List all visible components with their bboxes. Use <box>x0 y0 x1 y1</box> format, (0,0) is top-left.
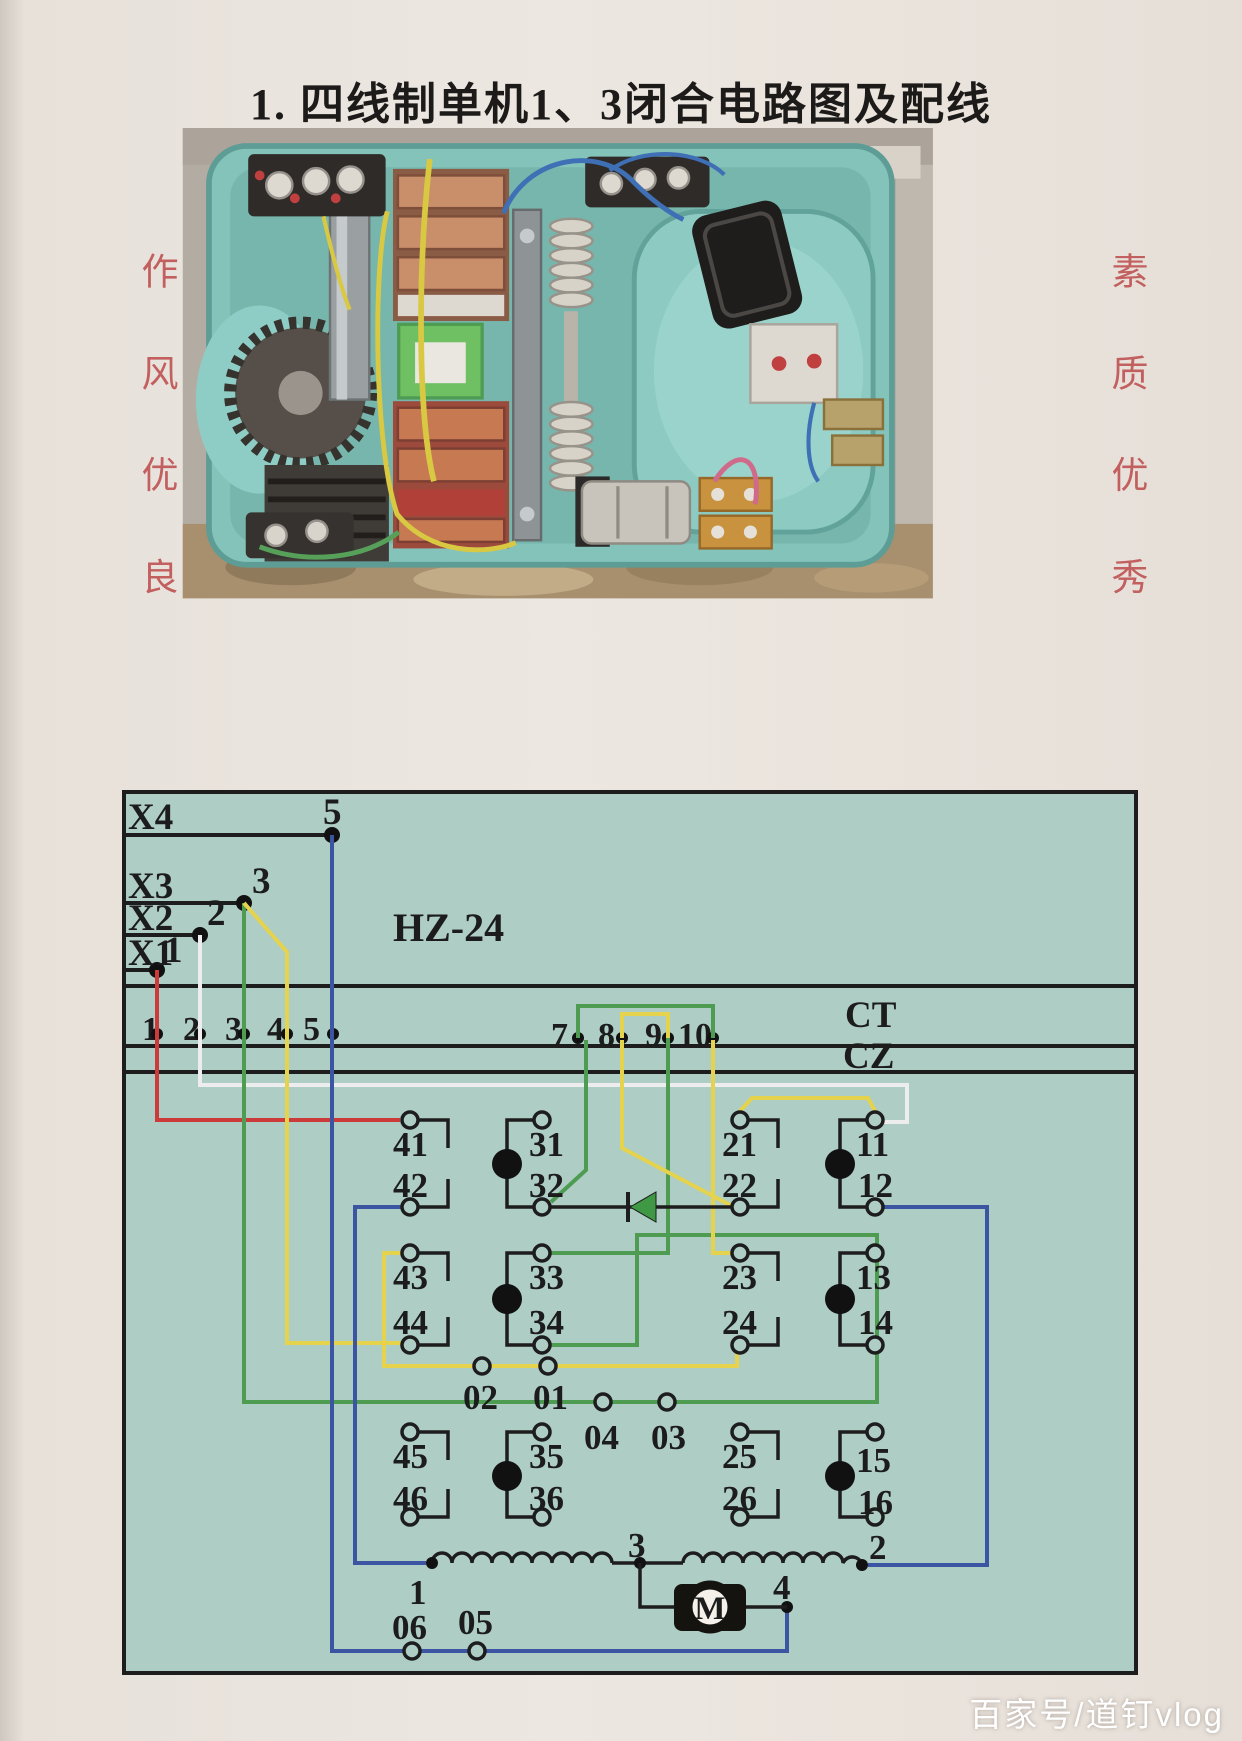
contact-21-22 <box>730 1110 780 1217</box>
term-9: 9 <box>645 1017 662 1054</box>
machine-photo <box>182 128 933 599</box>
contact-31-32 <box>492 1110 552 1217</box>
svg-text:01: 01 <box>533 1378 568 1417</box>
contact-33-34 <box>492 1243 552 1355</box>
bus-lines <box>124 984 1136 1074</box>
link-terminals: 02 01 04 03 <box>463 1356 686 1457</box>
diode-icon <box>628 1191 657 1223</box>
ct-label: CT <box>845 995 897 1036</box>
contact-41-42 <box>400 1110 450 1217</box>
x4-num: 5 <box>323 792 342 833</box>
svg-text:12: 12 <box>858 1166 893 1205</box>
watermark: 百家号/道钉vlog <box>969 1696 1224 1733</box>
wire-blue-net <box>330 835 989 1653</box>
svg-text:16: 16 <box>858 1483 893 1522</box>
x2-label: X2 <box>128 898 173 939</box>
svg-text:24: 24 <box>722 1303 757 1342</box>
cz-label: CZ <box>843 1036 894 1077</box>
svg-text:03: 03 <box>651 1418 686 1457</box>
x3-num: 3 <box>252 861 271 902</box>
x3-label: X3 <box>128 866 173 907</box>
svg-text:1: 1 <box>409 1573 427 1612</box>
svg-text:05: 05 <box>458 1603 493 1642</box>
contact-43-44 <box>400 1243 450 1355</box>
x4-label: X4 <box>128 797 173 838</box>
svg-text:14: 14 <box>858 1303 893 1342</box>
diode-branch <box>551 1191 731 1223</box>
svg-text:44: 44 <box>393 1303 428 1342</box>
motor-icon <box>683 1580 737 1634</box>
contact-11-12 <box>825 1110 885 1217</box>
svg-text:41: 41 <box>393 1125 428 1164</box>
svg-text:22: 22 <box>722 1166 757 1205</box>
wire-yellow-net <box>242 901 739 1368</box>
wire-red-x1-41 <box>155 970 400 1122</box>
svg-text:32: 32 <box>529 1166 564 1205</box>
svg-text:31: 31 <box>529 1125 564 1164</box>
svg-text:04: 04 <box>584 1418 619 1457</box>
motor-label: M <box>694 1591 725 1627</box>
contact-banks <box>392 168 510 549</box>
svg-text:26: 26 <box>722 1479 757 1518</box>
term-10: 10 <box>678 1017 712 1054</box>
svg-text:45: 45 <box>393 1437 428 1476</box>
slogan-left: 作风优良 <box>135 252 176 659</box>
slogan-right: 素质优秀 <box>1105 252 1146 659</box>
motor-dome <box>575 200 885 550</box>
contact-15-16 <box>825 1422 885 1527</box>
svg-text:02: 02 <box>463 1378 498 1417</box>
x2-num: 2 <box>207 893 226 934</box>
svg-text:15: 15 <box>856 1441 891 1480</box>
svg-text:23: 23 <box>722 1258 757 1297</box>
contact-45-46 <box>400 1422 450 1527</box>
x1-label: X1 <box>128 933 173 974</box>
term-5: 5 <box>303 1011 320 1048</box>
wire-yellow-21-11 <box>738 1096 877 1113</box>
svg-text:4: 4 <box>773 1568 791 1607</box>
x1-num: 1 <box>164 930 183 971</box>
term-7: 7 <box>551 1017 568 1054</box>
svg-text:36: 36 <box>529 1479 564 1518</box>
page-title: 1. 四线制单机1、3闭合电路图及配线 <box>250 80 992 129</box>
svg-text:11: 11 <box>856 1125 889 1164</box>
svg-text:06: 06 <box>392 1608 427 1647</box>
photo-wires <box>258 152 821 560</box>
svg-text:21: 21 <box>722 1125 757 1164</box>
term-8: 8 <box>598 1017 615 1054</box>
contact-25-26 <box>730 1422 780 1527</box>
svg-text:34: 34 <box>529 1303 564 1342</box>
contact-23-24 <box>730 1243 780 1355</box>
svg-text:43: 43 <box>393 1258 428 1297</box>
svg-text:3: 3 <box>628 1526 646 1565</box>
x-feed-lines <box>124 833 332 972</box>
svg-text:35: 35 <box>529 1437 564 1476</box>
coil-3-2 <box>681 1551 864 1566</box>
svg-text:33: 33 <box>529 1258 564 1297</box>
motor-circuit: M 1 3 2 4 06 05 <box>392 1526 887 1661</box>
wiring-diagram: X4 5 X3 3 X2 2 X1 1 HZ-24 1 2 3 4 5 7 8 … <box>122 790 1138 1675</box>
term-4: 4 <box>267 1011 284 1048</box>
svg-text:42: 42 <box>393 1166 428 1205</box>
svg-text:13: 13 <box>856 1258 891 1297</box>
wire-white-x2-11 <box>198 935 909 1124</box>
contact-13-14 <box>825 1243 885 1355</box>
wire-green-x3-net <box>242 903 879 1404</box>
svg-text:46: 46 <box>393 1479 428 1518</box>
term-2: 2 <box>183 1011 200 1048</box>
model-label: HZ-24 <box>393 905 504 950</box>
diagram-panel <box>122 790 1138 1675</box>
svg-text:2: 2 <box>869 1528 887 1567</box>
term-3: 3 <box>225 1011 242 1048</box>
svg-text:25: 25 <box>722 1437 757 1476</box>
contact-35-36 <box>492 1422 552 1527</box>
coil-1-3 <box>430 1551 614 1564</box>
contact-symbols <box>400 1110 885 1527</box>
